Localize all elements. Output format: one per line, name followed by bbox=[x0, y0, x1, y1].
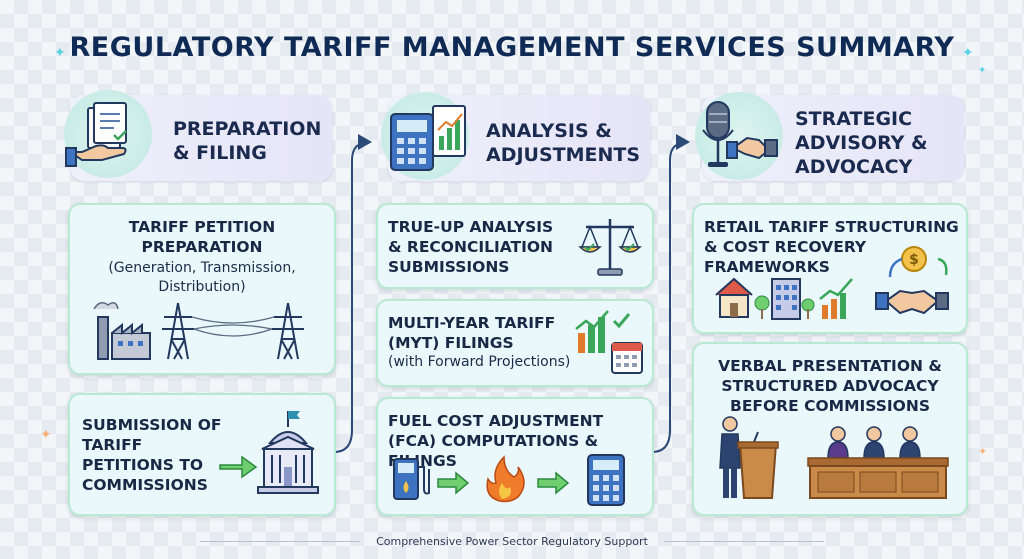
card-tariff-petition-preparation: TARIFF PETITION PREPARATION (Generation,… bbox=[68, 203, 336, 375]
card-title: FUEL COST ADJUSTMENT (FCA) COMPUTATIONS … bbox=[388, 412, 604, 470]
column-header-title: ANALYSIS & ADJUSTMENTS bbox=[486, 120, 641, 166]
microphone-handshake-icon bbox=[695, 92, 783, 180]
transmission-tower-icon bbox=[162, 302, 304, 360]
growth-chart-icon bbox=[819, 278, 853, 319]
card-true-up-analysis: TRUE-UP ANALYSIS & RECONCILIATION SUBMIS… bbox=[376, 203, 654, 289]
card-verbal-presentation: VERBAL PRESENTATION & STRUCTURED ADVOCAC… bbox=[692, 342, 968, 516]
footer-divider bbox=[200, 541, 360, 542]
sparkle-icon: ✦ bbox=[962, 45, 974, 61]
page-title: REGULATORY TARIFF MANAGEMENT SERVICES SU… bbox=[69, 32, 955, 63]
office-building-icon bbox=[771, 278, 801, 320]
card-title: VERBAL PRESENTATION & STRUCTURED ADVOCAC… bbox=[718, 357, 942, 415]
card-title: TRUE-UP ANALYSIS & RECONCILIATION SUBMIS… bbox=[388, 218, 554, 276]
presenter-podium-icon bbox=[719, 416, 779, 499]
footer-text: Comprehensive Power Sector Regulatory Su… bbox=[376, 535, 648, 548]
card-title: MULTI-YEAR TARIFF (MYT) FILINGS bbox=[388, 314, 556, 352]
growth-chart-icon bbox=[575, 310, 643, 374]
sparkle-icon: ✦ bbox=[40, 427, 52, 443]
card-title: RETAIL TARIFF STRUCTURING & COST RECOVER… bbox=[704, 218, 959, 276]
card-retail-tariff-structuring: RETAIL TARIFF STRUCTURING & COST RECOVER… bbox=[692, 203, 968, 334]
power-plant-icon bbox=[93, 302, 151, 360]
card-title: TARIFF PETITION PREPARATION bbox=[128, 218, 276, 256]
fca-process-icons bbox=[393, 454, 625, 506]
handshake-icon bbox=[875, 289, 949, 315]
column-header-title: STRATEGIC ADVISORY & ADVOCACY bbox=[795, 108, 928, 178]
commission-panel-icon bbox=[807, 426, 949, 499]
card-subtitle: (Generation, Transmission, Distribution) bbox=[108, 260, 296, 295]
calculator-chart-icon bbox=[381, 92, 469, 180]
document-hand-icon bbox=[64, 90, 152, 178]
dollar-cycle-icon: $ bbox=[875, 246, 949, 315]
card-multi-year-tariff: MULTI-YEAR TARIFF (MYT) FILINGS (with Fo… bbox=[376, 299, 654, 387]
footer-divider bbox=[664, 541, 824, 542]
fuel-pump-icon bbox=[393, 458, 430, 500]
card-title: SUBMISSION OF TARIFF PETITIONS TO COMMIS… bbox=[82, 416, 222, 494]
government-building-icon bbox=[219, 411, 319, 494]
sparkle-icon: ✦ bbox=[54, 45, 66, 61]
house-icon bbox=[715, 277, 853, 320]
card-fuel-cost-adjustment: FUEL COST ADJUSTMENT (FCA) COMPUTATIONS … bbox=[376, 397, 654, 516]
flame-icon bbox=[486, 455, 525, 503]
calendar-icon bbox=[611, 342, 643, 374]
svg-text:$: $ bbox=[909, 252, 919, 268]
calculator-icon bbox=[587, 454, 625, 506]
sparkle-icon: ✦ bbox=[978, 445, 988, 458]
sparkle-icon: ✦ bbox=[978, 65, 987, 76]
card-subtitle: (with Forward Projections) bbox=[388, 354, 571, 370]
column-header-title: PREPARATION & FILING bbox=[173, 118, 322, 164]
balance-scale-icon bbox=[578, 219, 642, 276]
card-submission-of-petitions: SUBMISSION OF TARIFF PETITIONS TO COMMIS… bbox=[68, 393, 336, 516]
